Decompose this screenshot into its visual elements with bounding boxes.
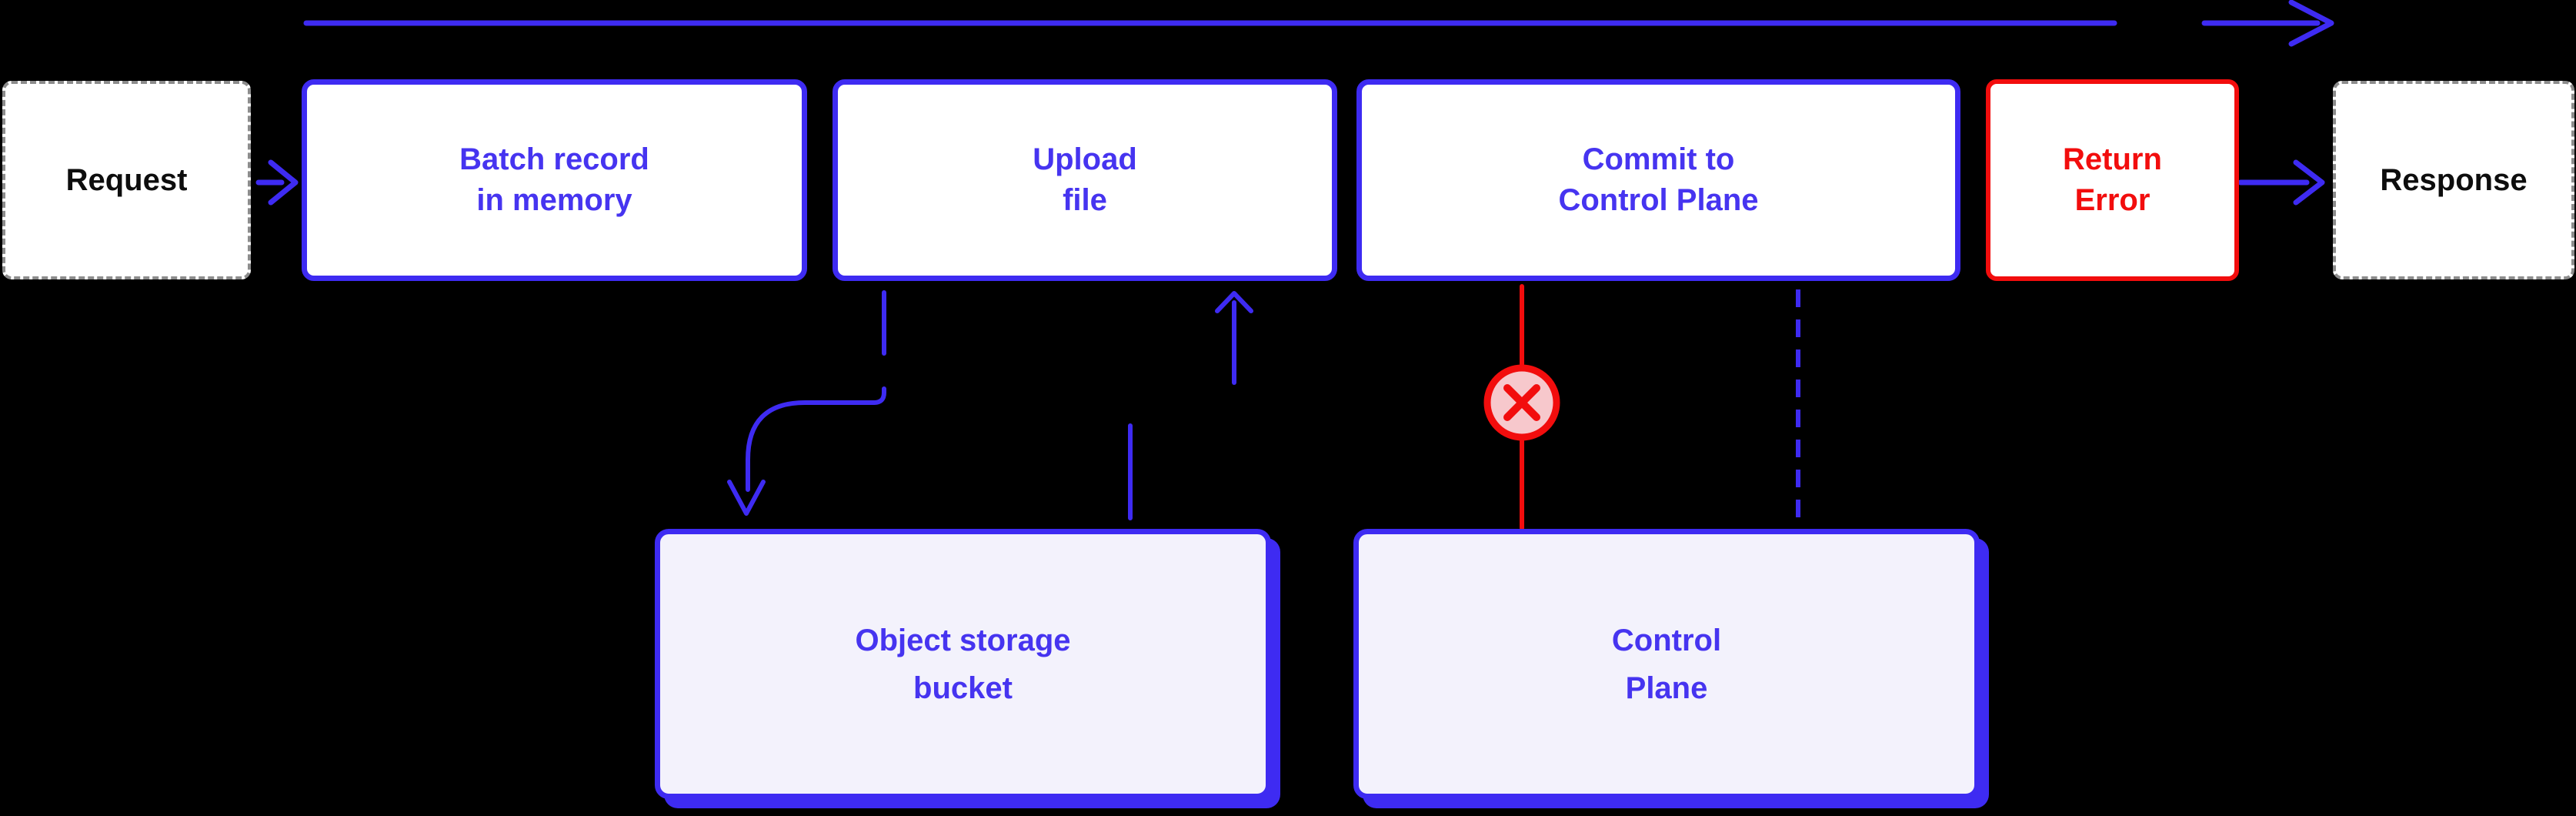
- commit-label-line2: Control Plane: [1558, 183, 1759, 217]
- bucket-label-line1: Object storage: [855, 623, 1071, 657]
- bucket-to-upload-arrow: [1128, 291, 1253, 520]
- top-flow-arrowhead: [2201, 0, 2334, 47]
- flow-node-return-error: Return Error: [1986, 79, 2239, 281]
- upload-to-bucket-arrow: [727, 290, 886, 516]
- commit-to-control-plane-failed-line: [1483, 284, 1560, 530]
- request-to-batch-arrow: [255, 159, 299, 206]
- request-label: Request: [65, 162, 188, 197]
- flow-node-response: Response: [2333, 81, 2574, 279]
- error-to-response-arrow: [2237, 159, 2325, 206]
- flow-node-control-plane: Control Plane: [1353, 529, 1980, 799]
- x-icon: [1503, 384, 1540, 421]
- commit-label-line1: Commit to: [1582, 142, 1735, 176]
- bucket-label-line2: bucket: [913, 671, 1013, 705]
- flow-node-upload-file: Upload file: [833, 79, 1337, 281]
- flow-node-commit-to-control-plane: Commit to Control Plane: [1356, 79, 1960, 281]
- batch-record-label-line2: in memory: [476, 183, 632, 217]
- response-label: Response: [2380, 162, 2528, 197]
- upload-file-label-line2: file: [1063, 183, 1107, 217]
- return-error-label-line1: Return: [2063, 142, 2162, 176]
- control-plane-label-line1: Control: [1611, 623, 1722, 657]
- return-error-label-line2: Error: [2074, 183, 2151, 217]
- flow-node-batch-record: Batch record in memory: [302, 79, 807, 281]
- flow-node-request: Request: [2, 81, 251, 279]
- upload-file-label-line1: Upload: [1033, 142, 1137, 176]
- batch-record-label-line1: Batch record: [459, 142, 649, 176]
- flow-node-object-storage-bucket: Object storage bucket: [655, 529, 1271, 799]
- control-plane-label-line2: Plane: [1625, 671, 1708, 705]
